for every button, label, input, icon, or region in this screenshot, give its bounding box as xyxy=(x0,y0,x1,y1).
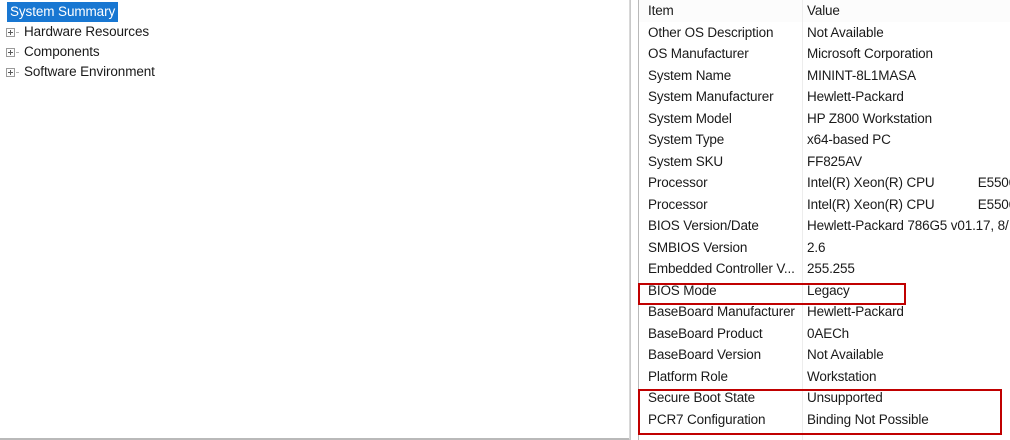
tree-item-hardware-resources[interactable]: Hardware Resources xyxy=(0,22,629,42)
row-item-label: BIOS Mode xyxy=(648,282,717,298)
row-value: Binding Not Possible xyxy=(807,411,929,427)
row-item-label: BaseBoard Manufacturer xyxy=(648,304,795,319)
row-item-label: OS Manufacturer xyxy=(648,46,749,61)
row-item-label: BIOS Version/Date xyxy=(648,218,759,233)
table-row[interactable]: System Type x64-based PC xyxy=(639,129,1010,151)
table-row[interactable]: BaseBoard Product 0AECh xyxy=(639,323,1010,345)
row-value: Hewlett-Packard 786G5 v01.17, 8/ xyxy=(807,218,1009,233)
column-separator xyxy=(802,0,803,440)
tree-item-label: Hardware Resources xyxy=(24,24,149,39)
row-item-label: Secure Boot State xyxy=(648,390,756,405)
tree-item-label: Components xyxy=(24,44,100,59)
tree-item-label: System Summary xyxy=(7,2,119,22)
row-value: 0AECh xyxy=(807,325,850,341)
row-item-label: Embedded Controller V... xyxy=(648,261,795,276)
tree-connector-line xyxy=(16,51,19,53)
row-item-label: Platform Role xyxy=(648,368,728,384)
row-item-label: BaseBoard Version xyxy=(648,347,762,362)
table-row[interactable]: BaseBoard Manufacturer Hewlett-Packard xyxy=(639,301,1010,323)
row-item-label: Processor xyxy=(648,175,708,190)
plus-expand-icon[interactable] xyxy=(6,67,15,77)
grid-header-row: Item Value xyxy=(639,0,1010,22)
column-header-item[interactable]: Item xyxy=(648,3,674,18)
table-row[interactable]: Processor Intel(R) Xeon(R) CPU E5506 xyxy=(639,194,1010,216)
table-row[interactable]: BIOS Version/Date Hewlett-Packard 786G5 v… xyxy=(639,215,1010,237)
table-row[interactable]: System Model HP Z800 Workstation xyxy=(639,108,1010,130)
row-value: FF825AV xyxy=(807,153,862,169)
row-value: 2.6 xyxy=(807,239,826,255)
plus-expand-icon[interactable] xyxy=(6,47,15,57)
table-row[interactable]: System Manufacturer Hewlett-Packard xyxy=(639,86,1010,108)
row-item-label: Other OS Description xyxy=(648,24,774,40)
panel-bottom-border xyxy=(0,438,629,439)
row-item-label: PCR7 Configuration xyxy=(648,411,766,427)
table-row[interactable]: Platform Role Workstation xyxy=(639,366,1010,388)
table-row[interactable]: System SKU FF825AV xyxy=(639,151,1010,173)
table-row[interactable]: Other OS Description Not Available xyxy=(639,22,1010,44)
tree-connector-line xyxy=(16,71,19,73)
row-item-label: System Manufacturer xyxy=(648,89,774,104)
row-value: Not Available xyxy=(807,347,884,362)
table-row[interactable]: Embedded Controller V... 255.255 xyxy=(639,258,1010,280)
table-row[interactable]: System Name MININT-8L1MASA xyxy=(639,65,1010,87)
table-row[interactable]: PCR7 Configuration Binding Not Possible xyxy=(639,409,1010,431)
table-row[interactable]: OS Manufacturer Microsoft Corporation xyxy=(639,43,1010,65)
row-value: Not Available xyxy=(807,24,884,40)
tree-item-system-summary[interactable]: System Summary xyxy=(0,2,629,22)
row-value: Legacy xyxy=(807,282,850,298)
expand-control[interactable] xyxy=(6,47,21,57)
expand-control[interactable] xyxy=(6,27,21,37)
row-item-label: System Type xyxy=(648,132,725,147)
row-item-label: SMBIOS Version xyxy=(648,239,748,255)
row-value: 255.255 xyxy=(807,261,855,276)
row-value: Hewlett-Packard xyxy=(807,89,904,104)
table-row[interactable]: Secure Boot State Unsupported xyxy=(639,387,1010,409)
row-value: Hewlett-Packard xyxy=(807,304,904,319)
tree-item-software-environment[interactable]: Software Environment xyxy=(0,62,629,82)
row-item-label: System Model xyxy=(648,110,732,126)
tree-connector-line xyxy=(16,31,19,33)
row-value: Unsupported xyxy=(807,390,883,405)
table-row[interactable]: BIOS Mode Legacy xyxy=(639,280,1010,302)
tree-item-label: Software Environment xyxy=(24,64,155,79)
row-value: Workstation xyxy=(807,368,877,384)
row-value: x64-based PC xyxy=(807,132,891,147)
tree-item-components[interactable]: Components xyxy=(0,42,629,62)
plus-expand-icon[interactable] xyxy=(6,27,15,37)
row-item-label: System Name xyxy=(648,67,732,83)
table-row[interactable]: BaseBoard Version Not Available xyxy=(639,344,1010,366)
table-row[interactable]: SMBIOS Version 2.6 xyxy=(639,237,1010,259)
row-value: Intel(R) Xeon(R) CPU E5506 xyxy=(807,196,1010,212)
column-header-value[interactable]: Value xyxy=(807,3,840,18)
row-value: Microsoft Corporation xyxy=(807,46,933,61)
row-item-label: BaseBoard Product xyxy=(648,325,763,341)
row-value: MININT-8L1MASA xyxy=(807,67,916,83)
row-item-label: System SKU xyxy=(648,153,724,169)
row-value: HP Z800 Workstation xyxy=(807,110,932,126)
row-item-label: Processor xyxy=(648,196,708,212)
row-value: Intel(R) Xeon(R) CPU E5506 xyxy=(807,175,1010,190)
expand-control[interactable] xyxy=(6,67,21,77)
table-row[interactable]: Processor Intel(R) Xeon(R) CPU E5506 xyxy=(639,172,1010,194)
